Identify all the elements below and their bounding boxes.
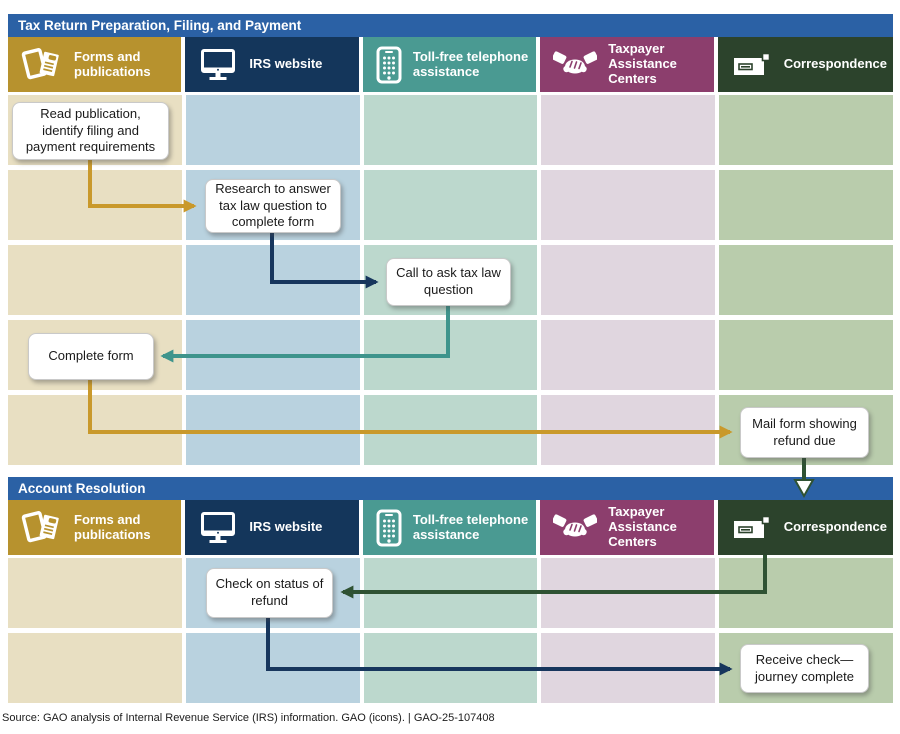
monitor-icon — [201, 48, 236, 80]
grid-cell — [363, 558, 538, 628]
step-text: Mail form showing refund due — [752, 415, 857, 448]
grid-cell — [185, 395, 360, 465]
grid-cell — [719, 320, 893, 390]
grid-cell — [185, 633, 360, 703]
channel-label: Taxpayer Assistance Centers — [608, 504, 677, 549]
step-read-publication: Read publication, identify filing and pa… — [12, 102, 169, 160]
channel-label: Correspondence — [783, 519, 887, 535]
grid-cell — [8, 633, 182, 703]
step-mail-form: Mail form showing refund due — [740, 407, 869, 458]
envelope-icon — [733, 52, 770, 75]
channel-header-correspondence: Correspondence — [717, 37, 893, 92]
section-tax-return-preparation: Tax Return Preparation, Filing, and Paym… — [8, 14, 893, 465]
grid-cell — [719, 170, 893, 240]
channel-label: Toll-free telephone assistance — [412, 48, 529, 79]
grid-cell — [8, 170, 182, 240]
section-title-bar: Tax Return Preparation, Filing, and Paym… — [8, 14, 893, 37]
phone-icon — [376, 509, 402, 546]
channel-header-row: Forms and publications IRS website — [8, 37, 893, 92]
grid-cell — [719, 95, 893, 165]
grid-cell — [8, 558, 182, 628]
grid-cell — [719, 558, 893, 628]
channel-header-irs-website: IRS website — [185, 500, 359, 555]
step-receive-check: Receive check—journey complete — [740, 644, 869, 693]
phone-icon — [376, 46, 402, 83]
step-research-tax-law: Research to answer tax law question to c… — [205, 179, 341, 233]
forms-icon — [21, 510, 59, 542]
handshake-icon — [553, 50, 598, 73]
channel-header-phone: Toll-free telephone assistance — [362, 37, 537, 92]
channel-header-irs-website: IRS website — [185, 37, 359, 92]
section-title: Account Resolution — [18, 481, 146, 496]
channel-header-forms: Forms and publications — [8, 37, 182, 92]
grid-cell — [719, 245, 893, 315]
channel-header-forms: Forms and publications — [8, 500, 182, 555]
channel-label: Forms and publications — [74, 511, 151, 542]
grid-cell — [541, 395, 716, 465]
grid-cell — [363, 320, 538, 390]
step-text: Research to answer tax law question to c… — [215, 181, 331, 230]
envelope-icon — [733, 515, 770, 538]
channel-header-tac: Taxpayer Assistance Centers — [540, 500, 714, 555]
section-title: Tax Return Preparation, Filing, and Paym… — [18, 18, 302, 33]
step-text: Read publication, identify filing and pa… — [25, 106, 156, 155]
grid-cell — [541, 170, 716, 240]
step-call-tax-law: Call to ask tax law question — [386, 258, 511, 306]
grid-cell — [541, 633, 716, 703]
channel-label: IRS website — [249, 56, 323, 72]
channel-header-phone: Toll-free telephone assistance — [362, 500, 537, 555]
channel-label: Correspondence — [783, 56, 887, 72]
step-text: Complete form — [48, 348, 134, 364]
grid-cell — [363, 95, 538, 165]
channel-label: IRS website — [249, 519, 323, 535]
channel-header-correspondence: Correspondence — [717, 500, 893, 555]
grid-cell — [363, 170, 538, 240]
grid-cell — [541, 95, 716, 165]
source-note: Source: GAO analysis of Internal Revenue… — [2, 712, 495, 724]
monitor-icon — [201, 511, 236, 543]
grid-cell — [8, 245, 182, 315]
channel-label: Toll-free telephone assistance — [412, 511, 529, 542]
channel-header-tac: Taxpayer Assistance Centers — [540, 37, 714, 92]
channel-header-row: Forms and publications IRS website — [8, 500, 893, 555]
step-text: Call to ask tax law question — [396, 265, 501, 297]
grid-cell — [185, 320, 360, 390]
grid-cell — [363, 633, 538, 703]
step-text: Receive check—journey complete — [755, 651, 854, 684]
step-text: Check on status of refund — [215, 576, 324, 608]
channel-label: Taxpayer Assistance Centers — [608, 41, 677, 86]
handshake-icon — [553, 513, 598, 536]
grid-cell — [363, 395, 538, 465]
grid-cell — [541, 320, 716, 390]
step-check-status: Check on status of refund — [206, 568, 333, 618]
grid-cell — [185, 245, 360, 315]
channel-label: Forms and publications — [74, 48, 151, 79]
forms-icon — [21, 47, 59, 79]
section-title-bar: Account Resolution — [8, 477, 893, 500]
grid-cell — [541, 558, 716, 628]
grid-cell — [8, 395, 182, 465]
grid-cell — [541, 245, 716, 315]
grid-cell — [185, 95, 360, 165]
step-complete-form: Complete form — [28, 333, 154, 380]
